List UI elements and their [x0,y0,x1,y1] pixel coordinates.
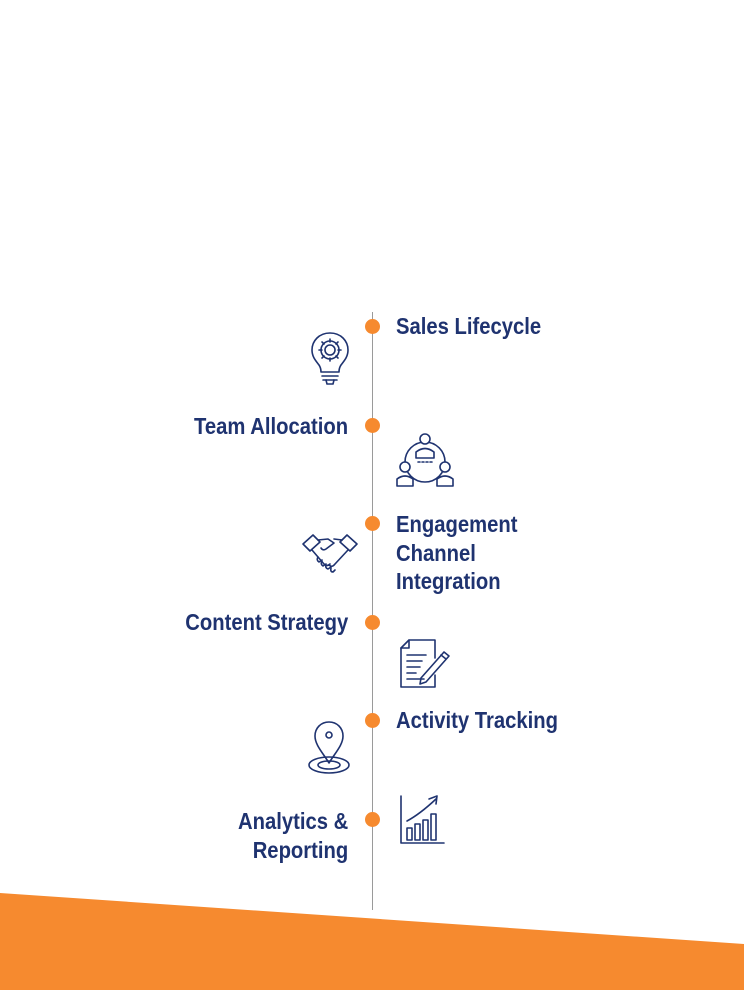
timeline-dot-5 [365,713,380,728]
document-pen-icon [398,638,454,690]
step-label-sales-lifecycle: Sales Lifecycle [396,313,542,339]
team-network-icon [394,432,456,490]
timeline-dot-6 [365,812,380,827]
location-pin-icon [306,720,352,776]
step-label-activity-tracking: Activity Tracking [396,707,558,733]
step-label-team-allocation: Team Allocation [193,413,348,439]
step-label-line: Integration [396,568,501,594]
step-label-line: Engagement [396,511,518,537]
step-label-line: Reporting [252,836,348,863]
timeline-line [372,312,373,910]
timeline-dot-1 [365,319,380,334]
step-label-line: Analytics & [237,808,348,834]
growth-chart-icon [398,794,448,846]
lightbulb-gear-icon [308,330,352,386]
handshake-icon [300,530,360,580]
step-label-analytics: Analytics & Reporting [238,807,348,864]
step-label-content-strategy: Content Strategy [184,609,348,635]
step-label-engagement: Engagement Channel Integration [396,510,517,596]
timeline-dot-2 [365,418,380,433]
timeline-dot-3 [365,516,380,531]
timeline-dot-4 [365,615,380,630]
step-label-line: Channel [396,539,476,566]
